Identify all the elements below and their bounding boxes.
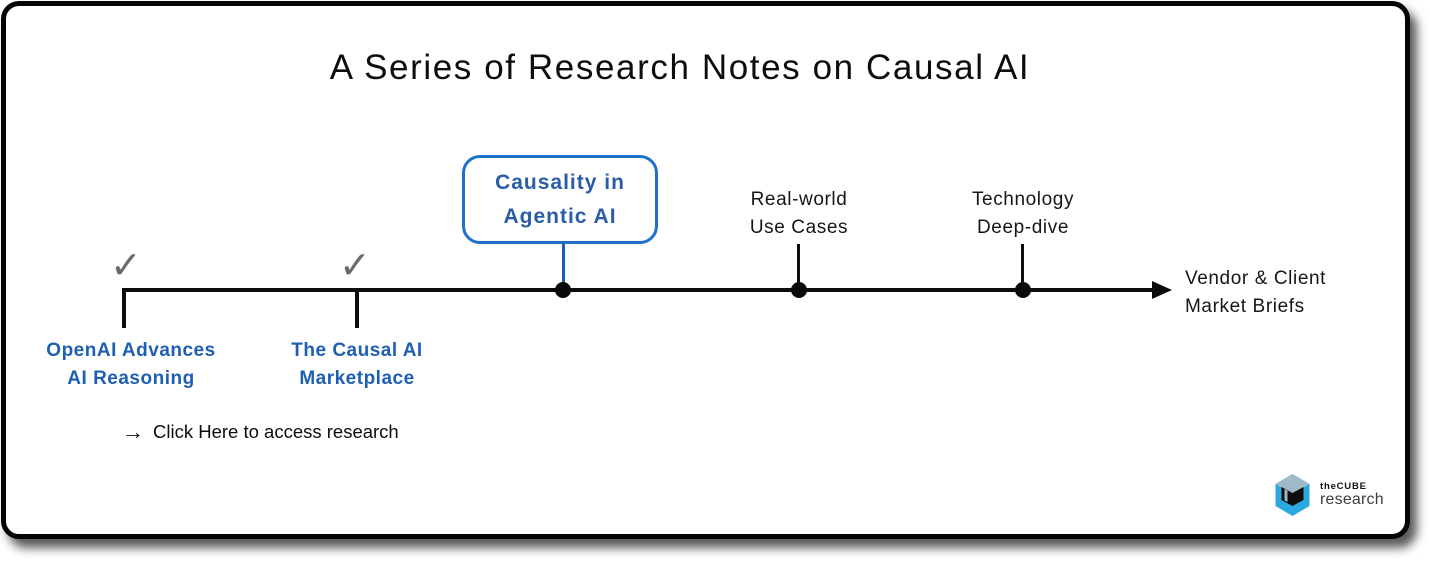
- research-link-causal-ai-marketplace[interactable]: The Causal AI Marketplace: [257, 337, 457, 392]
- checkmark-icon: ✓: [339, 243, 371, 287]
- highlight-box-line2: Agentic AI: [503, 204, 617, 228]
- timeline-end-label: Vendor & Client Market Briefs: [1185, 265, 1355, 320]
- cube-logo-icon: [1275, 474, 1310, 516]
- timeline-dot-use-cases: [791, 282, 807, 298]
- milestone-label-deep-dive: Technology Deep-dive: [923, 186, 1123, 241]
- highlight-box-causality-in-agentic-ai: Causality in Agentic AI: [462, 155, 658, 244]
- timeline-arrowhead-icon: [1152, 281, 1172, 299]
- milestone-label-line2: Use Cases: [749, 216, 849, 238]
- highlight-box-connector: [562, 244, 565, 290]
- thecube-research-logo: theCUBE research: [1272, 473, 1384, 517]
- timeline-tick-deep-dive: [1021, 244, 1024, 290]
- milestone-label-line1: Real-world: [750, 189, 848, 210]
- end-label-line2: Market Briefs: [1185, 295, 1305, 317]
- research-link-line1: The Causal AI: [291, 340, 423, 361]
- timeline-dot-causality: [555, 282, 571, 298]
- timeline-tick-openai: [122, 288, 126, 328]
- timeline-tick-marketplace: [355, 288, 359, 328]
- right-arrow-icon: →: [122, 419, 144, 444]
- checkmark-icon: ✓: [110, 243, 142, 287]
- logo-brand: theCUBE: [1320, 481, 1367, 492]
- logo-text: theCUBE research: [1320, 481, 1384, 509]
- timeline-tick-use-cases: [797, 244, 800, 290]
- milestone-label-line2: Deep-dive: [976, 216, 1069, 238]
- research-link-line2: Marketplace: [299, 367, 415, 389]
- timeline-dot-deep-dive: [1015, 282, 1031, 298]
- cta-access-research[interactable]: → Click Here to access research: [122, 421, 399, 443]
- slide-frame: [1, 1, 1410, 539]
- logo-sub: research: [1320, 491, 1384, 508]
- end-label-line1: Vendor & Client: [1185, 268, 1327, 289]
- milestone-label-use-cases: Real-world Use Cases: [699, 186, 899, 241]
- page-title: A Series of Research Notes on Causal AI: [329, 48, 1031, 87]
- research-link-openai-advances[interactable]: OpenAI Advances AI Reasoning: [31, 337, 231, 392]
- research-link-line2: AI Reasoning: [67, 367, 195, 389]
- highlight-box-line1: Causality in: [495, 170, 625, 194]
- research-link-line1: OpenAI Advances: [46, 340, 216, 361]
- cta-label: Click Here to access research: [153, 421, 399, 442]
- timeline-line: [122, 288, 1158, 292]
- milestone-label-line1: Technology: [971, 189, 1075, 210]
